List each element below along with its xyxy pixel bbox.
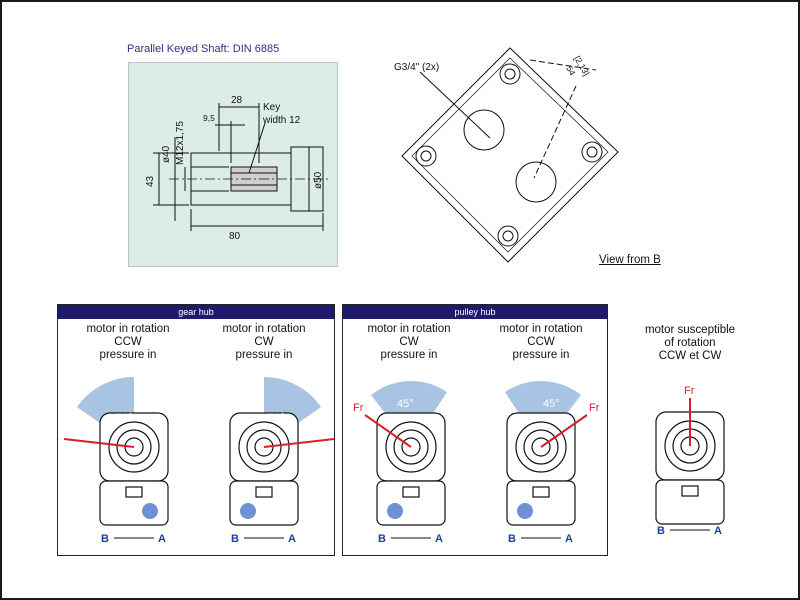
key-label-2: width 12 xyxy=(262,115,301,126)
port-b-label: B xyxy=(657,525,665,537)
dim-43: 43 xyxy=(145,175,156,187)
pressure-dot xyxy=(240,503,256,519)
angle-label: 45° xyxy=(543,398,560,410)
shaft-title: Parallel Keyed Shaft: DIN 6885 xyxy=(127,43,280,55)
port-circle-1 xyxy=(463,109,505,151)
motor-gear-ccw: Fr 70° B A xyxy=(58,377,169,545)
motor-housing-outline xyxy=(401,47,619,263)
bolt-hole-top xyxy=(499,63,521,85)
shaft-drawing-panel: 28 9,5 Key width 12 80 43 ø40 M12x1,75 ø… xyxy=(128,62,338,267)
force-label: Fr xyxy=(353,402,364,414)
force-label: Fr xyxy=(589,402,600,414)
dim-9-5: 9,5 xyxy=(203,113,215,123)
bolt-hole-left xyxy=(415,145,437,167)
bolt-hole-bottom xyxy=(497,225,519,247)
port-a-label: A xyxy=(158,533,166,545)
dim-d40: ø40 xyxy=(161,145,172,163)
motor-pulley-ccw: Fr 45° B A xyxy=(505,381,600,545)
port-b-label: B xyxy=(508,533,516,545)
pressure-dot xyxy=(517,503,533,519)
dim-d50: ø50 xyxy=(313,171,324,189)
angle-label: 70° xyxy=(268,412,285,424)
port-label: G3/4" (2x) xyxy=(394,62,439,73)
force-label: Fr xyxy=(684,385,695,397)
view-from-b-caption: View from B xyxy=(599,254,661,266)
dim-54: 54 xyxy=(564,64,578,77)
pressure-dot xyxy=(142,503,158,519)
dim-2-13: [2,13] xyxy=(572,54,591,77)
gear-hub-title: gear hub xyxy=(58,305,334,319)
angle-label: 45° xyxy=(397,398,414,410)
port-a-label: A xyxy=(565,533,573,545)
pulley-hub-motors: Fr 45° B A Fr 45° B A xyxy=(353,381,600,545)
motor-pulley-cw: Fr 45° B A xyxy=(353,381,447,545)
port-b-label: B xyxy=(231,533,239,545)
motor-gear-cw: Fr 70° B A xyxy=(229,377,334,545)
bolt-hole-right xyxy=(581,141,603,163)
shaft-drawing: 28 9,5 Key width 12 80 43 ø40 M12x1,75 ø… xyxy=(145,95,329,242)
port-view-drawing: G3/4" (2x) [2,13] 54 xyxy=(394,47,619,263)
pulley-hub-title: pulley hub xyxy=(343,305,607,319)
force-label: Fr xyxy=(58,436,59,448)
pressure-dot xyxy=(387,503,403,519)
force-line xyxy=(263,438,334,448)
dim-80: 80 xyxy=(229,231,241,242)
dim-28: 28 xyxy=(231,95,243,106)
motor-both-rotation: Fr B A xyxy=(655,385,725,537)
angle-label: 70° xyxy=(116,412,133,424)
dim-thread: M12x1,75 xyxy=(175,121,186,165)
port-a-label: A xyxy=(288,533,296,545)
force-line xyxy=(63,438,135,448)
force-line xyxy=(540,414,588,448)
port-a-label: A xyxy=(435,533,443,545)
port-b-label: B xyxy=(378,533,386,545)
port-b-label: B xyxy=(101,533,109,545)
port-circle-2 xyxy=(515,161,557,203)
gear-hub-motors: Fr 70° B A Fr 70° B A xyxy=(58,377,334,545)
key-label-1: Key xyxy=(263,102,280,113)
key-slot xyxy=(230,166,278,192)
port-a-label: A xyxy=(714,525,722,537)
force-line xyxy=(364,414,412,448)
